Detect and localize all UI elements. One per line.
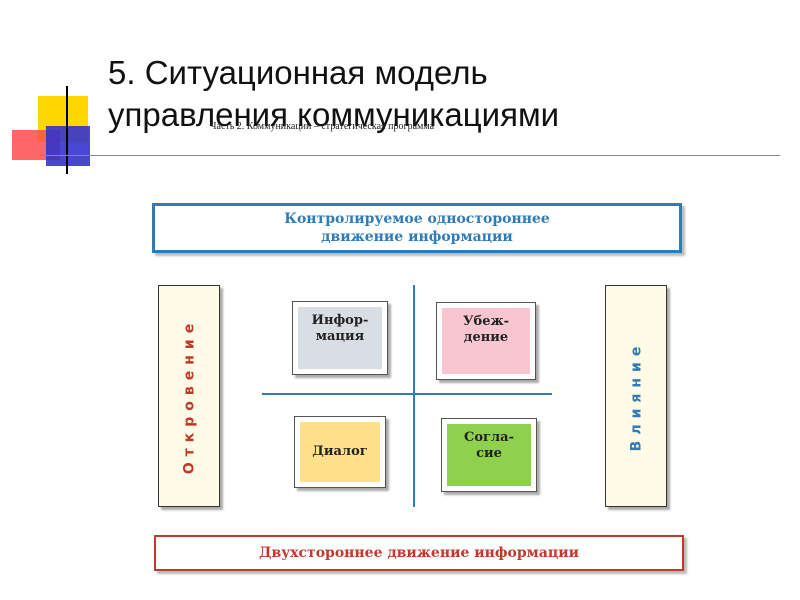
title-line-2: управления коммуникациями [108,96,560,133]
bottom-banner-text: Двухстороннее движение информации [259,545,579,561]
cell-dialogue-body: Диалог [300,422,380,482]
cell-information-line-2: мация [315,329,365,344]
left-side-label: Откровение [181,317,197,475]
top-banner: Контролируемое одностороннее движение ин… [152,203,682,253]
cell-dialogue-line-1: Диалог [312,444,368,459]
left-side-box: Откровение [158,285,220,507]
cell-consent: Согла- сие [441,418,537,492]
title-line-1: 5. Ситуационная модель [108,54,488,91]
title-underline [40,155,780,156]
cell-information-body: Инфор- мация [298,307,382,369]
cell-persuasion-body: Убеж- дение [442,308,530,374]
overlay-caption: Часть 2. Коммуникации – стратегическая п… [210,121,435,132]
right-side-box: Влияние [605,285,667,507]
slide-title: 5. Ситуационная модель управления коммун… [108,52,788,136]
cell-persuasion-line-2: дение [463,330,509,345]
cell-persuasion: Убеж- дение [436,302,536,380]
cell-information: Инфор- мация [292,301,388,375]
vertical-axis [413,285,415,507]
cell-persuasion-line-1: Убеж- [462,314,509,329]
cell-consent-body: Согла- сие [447,424,531,486]
cell-consent-line-2: сие [476,446,502,461]
cell-dialogue: Диалог [294,416,386,488]
right-side-label: Влияние [628,340,645,452]
cell-information-line-1: Инфор- [311,313,369,328]
horizontal-axis [262,393,552,395]
cell-consent-line-1: Согла- [464,430,514,445]
decor-blue-square [46,126,90,166]
top-banner-line-1: Контролируемое одностороннее [284,211,550,227]
top-banner-line-2: движение информации [321,229,513,245]
bottom-banner: Двухстороннее движение информации [154,535,684,571]
decor-vertical-line [66,86,68,174]
